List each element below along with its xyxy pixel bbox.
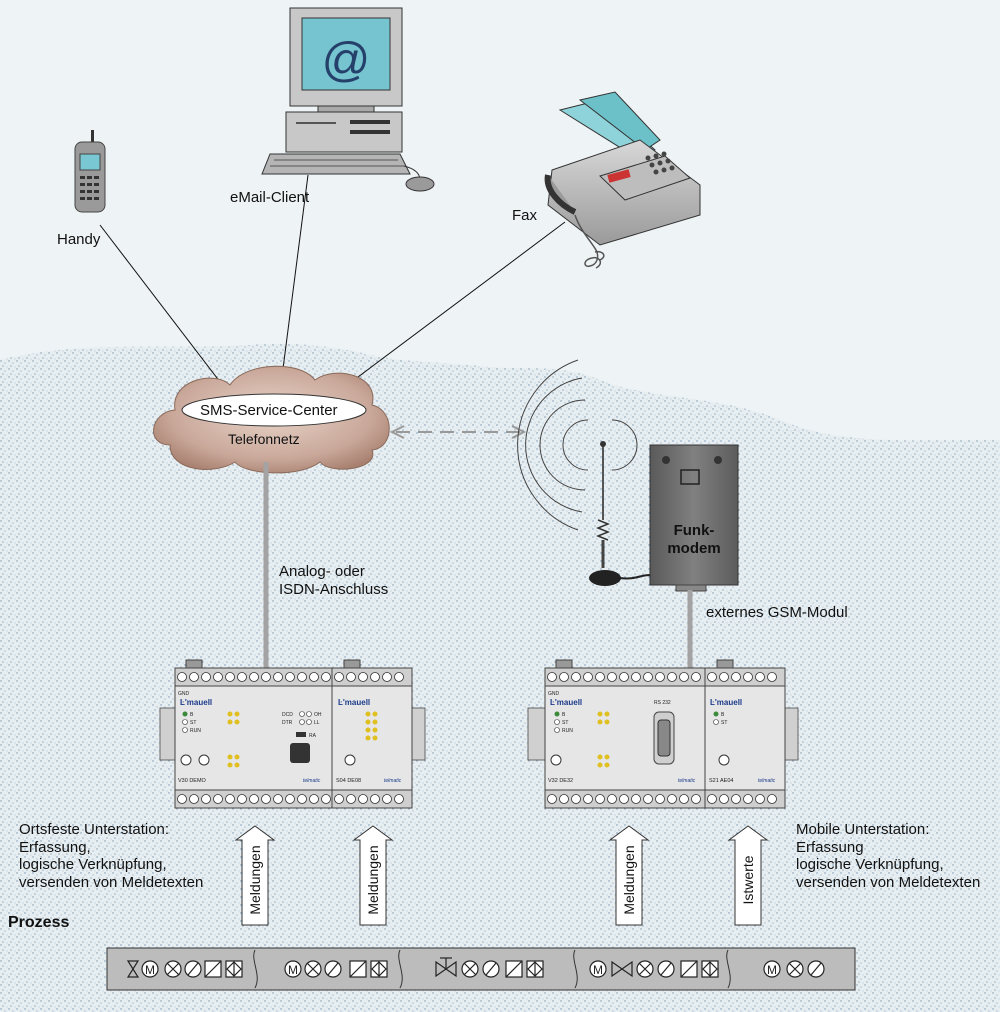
- wireless-link-arrow: [389, 425, 527, 439]
- process-bar: M M M M: [106, 947, 856, 991]
- telefonnetz-label: Telefonnetz: [228, 431, 300, 447]
- module-right-brand: Ŀ'mauell: [550, 698, 582, 707]
- process-title: Prozess: [8, 914, 70, 931]
- module-left-led-run: RUN: [190, 728, 201, 734]
- right-station-line4: versenden von Meldetexten: [796, 873, 981, 891]
- module-left-ext-brand: Ŀ'mauell: [338, 698, 370, 707]
- module-right-main: GND Ŀ'mauell B ST RUN RS 232 V32 DE32 te…: [544, 659, 706, 809]
- module-right-led-run: RUN: [562, 728, 573, 734]
- arrow-label-meldungen-2: Meldungen: [365, 845, 381, 915]
- right-station-line2: Erfassung: [796, 838, 864, 856]
- module-left-maker: telmatic: [303, 778, 321, 784]
- fax-icon: [544, 91, 701, 269]
- left-station-description: Ortsfeste Unterstation: Erfassung, logis…: [19, 821, 203, 891]
- email-client-label: eMail-Client: [230, 189, 310, 206]
- right-station-description: Mobile Unterstation: Erfassung logische …: [796, 821, 980, 891]
- module-right-gnd: GND: [548, 691, 560, 697]
- module-left-dcd: DCD: [282, 712, 293, 718]
- module-left-ext: Ŀ'mauell S04 DE08 telmatic: [331, 659, 413, 809]
- left-station-line4: versenden von Meldetexten: [19, 873, 204, 891]
- funkmodem-label-line2: modem: [667, 540, 721, 557]
- module-left-led-st: ST: [190, 720, 196, 726]
- connection-label-line2: ISDN-Anschluss: [279, 580, 389, 598]
- link-handy: [99, 224, 231, 396]
- arrow-label-meldungen-3: Meldungen: [621, 845, 637, 915]
- module-left-main: GND Ŀ'mauell B ST RUN DCD DTR OH LL RA V…: [174, 659, 333, 809]
- module-left-ext-maker: telmatic: [384, 778, 402, 784]
- module-left-brand: Ŀ'mauell: [180, 698, 212, 707]
- fax-label: Fax: [512, 207, 538, 224]
- antenna-icon: [589, 441, 651, 586]
- arrow-shapes: [234, 825, 769, 926]
- handy-label: Handy: [57, 231, 101, 248]
- handy-icon: [74, 130, 106, 213]
- module-left-led-b: B: [190, 712, 194, 718]
- process-motor-symbol-1: M: [145, 963, 155, 977]
- cloud-shape: [153, 365, 390, 474]
- module-left-oh: OH: [314, 712, 322, 718]
- module-right-ext-led-b: B: [721, 712, 725, 718]
- link-fax: [329, 221, 566, 399]
- right-station-line3: logische Verknüpfung,: [796, 856, 944, 873]
- module-right-maker: telmatic: [678, 778, 696, 784]
- email-symbol: @: [322, 34, 371, 87]
- arrow-label-meldungen-1: Meldungen: [247, 845, 263, 915]
- process-motor-symbol-4: M: [767, 963, 777, 977]
- left-station-line1: Ortsfeste Unterstation:: [19, 821, 170, 838]
- radio-waves: [517, 359, 638, 531]
- module-right-rs232: RS 232: [654, 700, 671, 706]
- computer-icon: @: [261, 7, 435, 192]
- module-right-led-st: ST: [562, 720, 568, 726]
- sms-service-center-label: SMS-Service-Center: [200, 402, 338, 419]
- process-motor-symbol-2: M: [288, 963, 298, 977]
- module-left-dtr: DTR: [282, 720, 293, 726]
- module-right-label: V32 DE32: [548, 778, 573, 784]
- module-right-ext-maker: telmatic: [758, 778, 776, 784]
- module-left-ext-label: S04 DE08: [336, 778, 361, 784]
- module-left-label: V30 DEMO: [178, 778, 207, 784]
- link-email: [279, 174, 309, 393]
- left-station-line3: logische Verknüpfung,: [19, 856, 167, 873]
- module-right-led-b: B: [562, 712, 566, 718]
- module-left-ra: RA: [309, 733, 317, 739]
- module-left-ll: LL: [314, 720, 320, 726]
- left-station-line2: Erfassung,: [19, 838, 91, 856]
- right-station-line1: Mobile Unterstation:: [796, 821, 930, 838]
- module-right-ext-label: S21 AE04: [709, 778, 733, 784]
- gsm-module-label: externes GSM-Modul: [706, 604, 848, 621]
- module-right-ext-brand: Ŀ'mauell: [710, 698, 742, 707]
- module-right-ext: Ŀ'mauell B ST S21 AE04 telmatic: [704, 659, 786, 809]
- arrow-label-istwerte: Istwerte: [740, 855, 756, 905]
- module-right-ext-led-st: ST: [721, 720, 727, 726]
- connection-label: Analog- oder ISDN-Anschluss: [279, 563, 388, 598]
- background-stipple: [0, 344, 1000, 1012]
- connection-label-line1: Analog- oder: [279, 563, 365, 580]
- funkmodem-label: Funk- modem: [650, 522, 738, 558]
- funkmodem-label-line1: Funk-: [673, 522, 715, 539]
- module-left-gnd: GND: [178, 691, 190, 697]
- process-motor-symbol-3: M: [593, 963, 603, 977]
- funkmodem-box: [649, 444, 739, 592]
